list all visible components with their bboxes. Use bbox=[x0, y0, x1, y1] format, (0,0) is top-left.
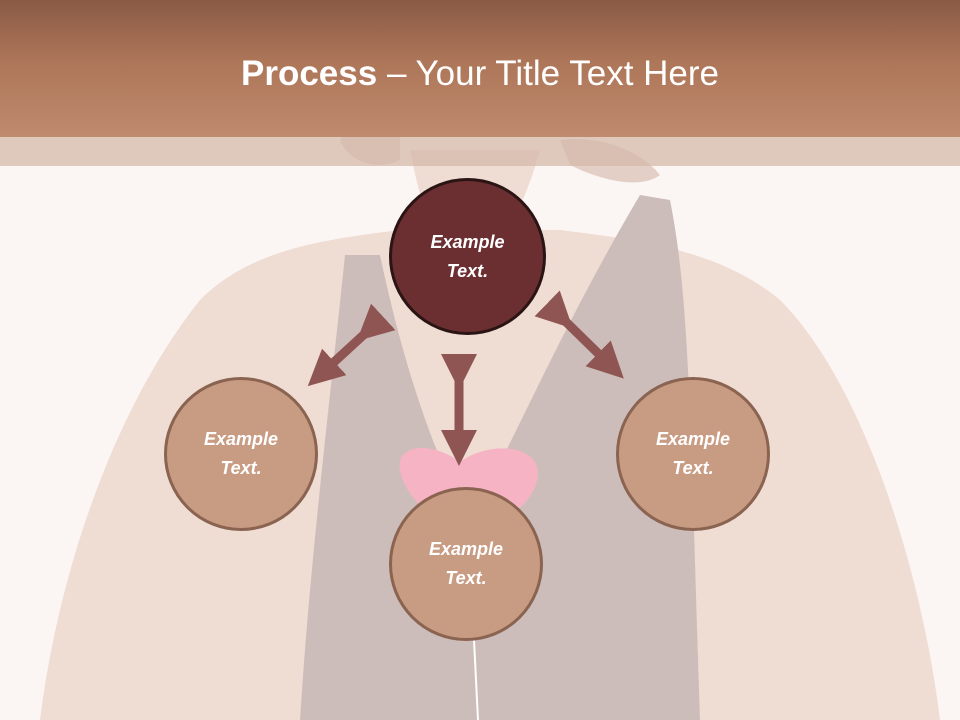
title-bar-band bbox=[0, 137, 960, 166]
slide-title: Process – Your Title Text Here bbox=[0, 52, 960, 96]
title-rest: – Your Title Text Here bbox=[377, 54, 719, 93]
bottom-label: Example Text. bbox=[428, 539, 504, 588]
left-circle: Example Text. bbox=[164, 377, 318, 531]
right-circle: Example Text. bbox=[616, 377, 770, 531]
right-label: Example Text. bbox=[655, 429, 731, 478]
arrow-center-left bbox=[307, 303, 396, 387]
arrow-center-right bbox=[534, 290, 624, 379]
bottom-circle: Example Text. bbox=[389, 487, 543, 641]
center-circle: Example Text. bbox=[389, 178, 546, 335]
center-label: Example Text. bbox=[430, 231, 505, 281]
title-bold: Process bbox=[241, 54, 378, 93]
left-label: Example Text. bbox=[203, 429, 279, 478]
title-bar bbox=[0, 0, 960, 137]
